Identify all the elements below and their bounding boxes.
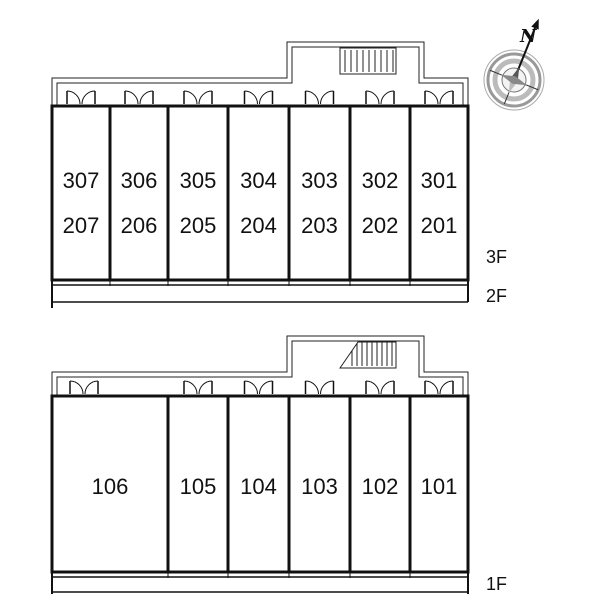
door-icon xyxy=(424,90,439,105)
door-icon xyxy=(380,90,395,105)
room-label: 202 xyxy=(362,213,399,238)
unit-upper: 304 204 xyxy=(226,90,291,282)
room-label: 303 xyxy=(301,168,338,193)
door-icon xyxy=(380,380,395,395)
floor-label-1f: 1F xyxy=(486,574,507,594)
room-label: 302 xyxy=(362,168,399,193)
door-icon xyxy=(259,90,274,105)
door-icon xyxy=(124,90,139,105)
room-label: 104 xyxy=(240,474,277,499)
room-label: 201 xyxy=(421,213,458,238)
room-label: 205 xyxy=(180,213,217,238)
door-icon xyxy=(365,90,380,105)
unit-upper: 306 206 xyxy=(108,90,170,282)
door-icon xyxy=(424,380,439,395)
unit-ground: 102 xyxy=(348,380,412,574)
compass-icon: N xyxy=(483,18,545,111)
unit-ground: 103 xyxy=(287,380,352,574)
door-icon xyxy=(320,90,335,105)
unit-upper: 302 202 xyxy=(348,90,412,282)
upper-floor-plan: 307 207 306 206 305 205 304 204 303 203 302 202 301 2… xyxy=(50,41,507,308)
door-icon xyxy=(320,380,335,395)
room-label: 102 xyxy=(362,474,399,499)
door-icon xyxy=(69,380,84,395)
unit-ground: 101 xyxy=(408,380,470,574)
unit-upper: 301 201 xyxy=(408,90,470,282)
door-icon xyxy=(183,90,198,105)
floor-label-3f: 3F xyxy=(486,247,507,267)
room-label: 105 xyxy=(180,474,217,499)
door-icon xyxy=(439,380,454,395)
stairs-upper xyxy=(339,47,397,75)
unit-upper: 305 205 xyxy=(166,90,230,282)
door-icon xyxy=(243,90,258,105)
unit-ground: 105 xyxy=(166,380,230,574)
door-icon xyxy=(84,380,99,395)
door-icon xyxy=(304,380,319,395)
unit-ground: 104 xyxy=(226,380,291,574)
room-label: 306 xyxy=(121,168,158,193)
door-icon xyxy=(183,380,198,395)
door-icon xyxy=(259,380,274,395)
door-icon xyxy=(304,90,319,105)
door-icon xyxy=(66,90,81,105)
door-icon xyxy=(198,380,213,395)
door-icon xyxy=(139,90,154,105)
stairs-ground xyxy=(339,341,397,369)
unit-ground: 106 xyxy=(50,380,170,574)
room-label: 204 xyxy=(240,213,277,238)
door-icon xyxy=(439,90,454,105)
room-label: 103 xyxy=(301,474,338,499)
room-label: 106 xyxy=(92,474,129,499)
room-label: 101 xyxy=(421,474,458,499)
door-icon xyxy=(198,90,213,105)
room-label: 203 xyxy=(301,213,338,238)
room-label: 206 xyxy=(121,213,158,238)
room-label: 301 xyxy=(421,168,458,193)
room-label: 307 xyxy=(63,168,100,193)
unit-upper: 307 207 xyxy=(50,90,112,282)
room-label: 207 xyxy=(63,213,100,238)
ground-floor-plan: 106 105 104 103 102 101 1F xyxy=(50,335,507,594)
room-label: 305 xyxy=(180,168,217,193)
balcony-upper xyxy=(51,278,469,308)
door-icon xyxy=(81,90,96,105)
door-icon xyxy=(365,380,380,395)
unit-upper: 303 203 xyxy=(287,90,352,282)
compass-north-label: N xyxy=(519,26,538,47)
door-icon xyxy=(243,380,258,395)
floor-label-2f: 2F xyxy=(486,286,507,306)
room-label: 304 xyxy=(240,168,277,193)
balcony-ground xyxy=(51,570,469,594)
